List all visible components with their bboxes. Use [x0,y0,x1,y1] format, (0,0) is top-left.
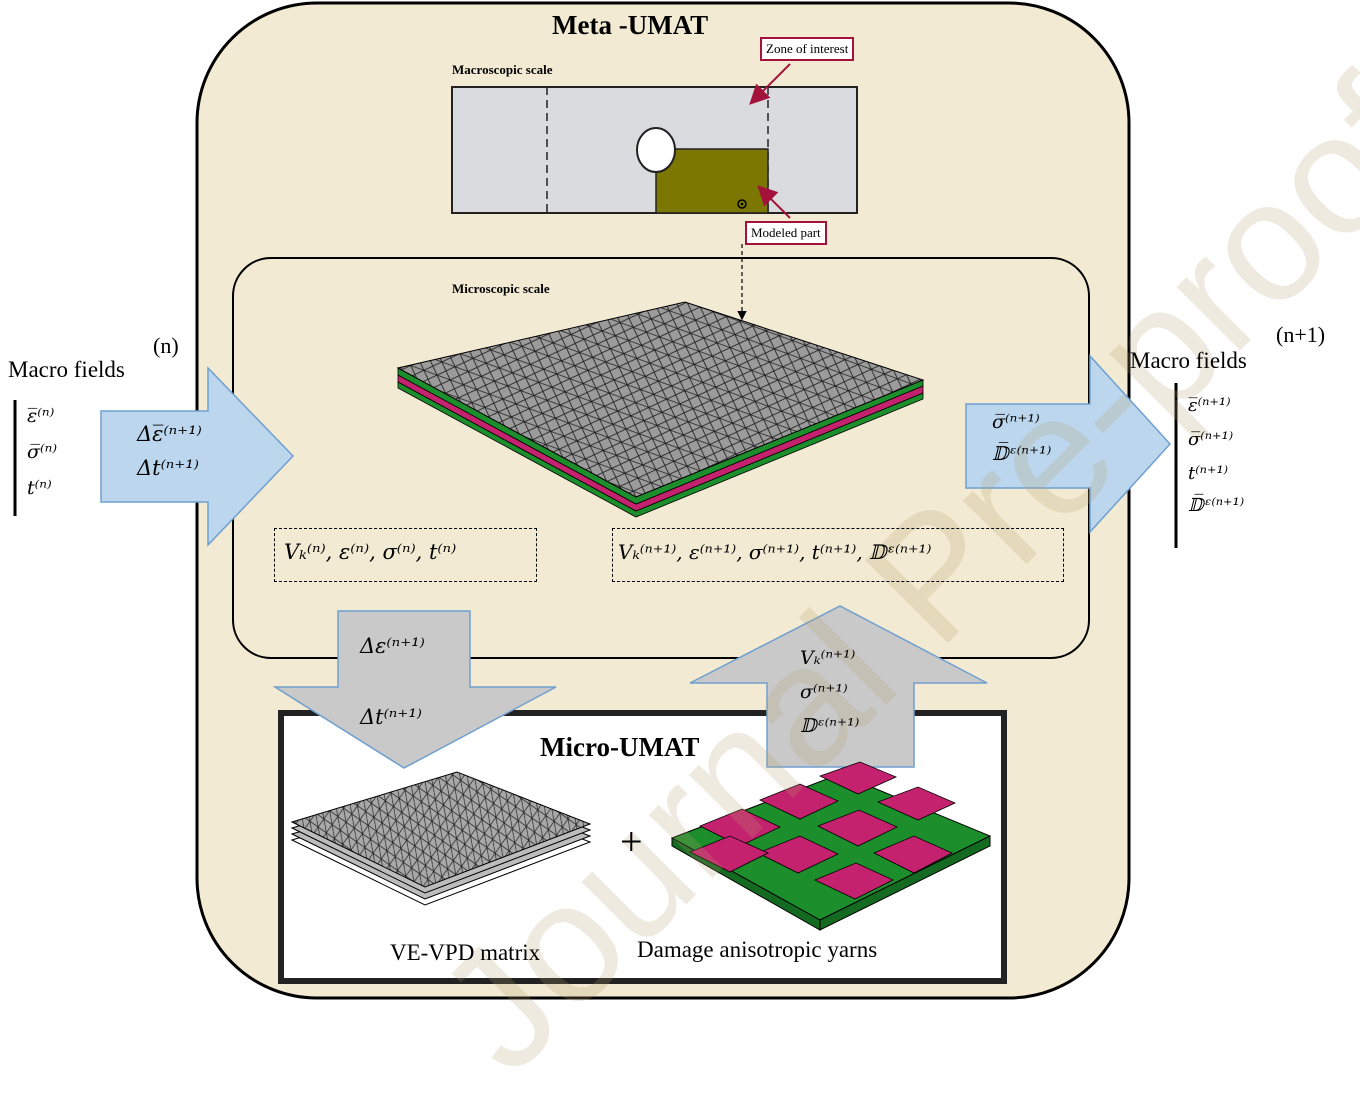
right-superscript: (n+1) [1276,322,1326,347]
microscopic-scale-label: Microscopic scale [452,281,550,296]
input-arrow-strain-increment: Δε̅⁽ⁿ⁺¹⁾ [137,422,202,446]
up-arrow-internal-variables: Vₖ⁽ⁿ⁺¹⁾ [800,647,856,669]
output-arrow-tangent: 𝔻̅ᵋ⁽ⁿ⁺¹⁾ [992,443,1052,465]
up-arrow-tangent: 𝔻ᵋ⁽ⁿ⁺¹⁾ [800,715,860,737]
right-macro-fields-heading: Macro fields [1130,348,1247,373]
zone-of-interest-tag: Zone of interest [760,37,855,61]
left-field-stress: σ̅⁽ⁿ⁾ [27,441,58,463]
right-field-stress: σ̅⁽ⁿ⁺¹⁾ [1188,429,1234,450]
modeled-part-region [655,148,769,214]
up-arrow-shape [689,605,988,768]
right-field-time: t⁽ⁿ⁺¹⁾ [1188,463,1229,484]
meta-umat-title: Meta -UMAT [552,10,709,40]
input-arrow-shape [100,366,295,547]
left-field-time: t⁽ⁿ⁾ [27,477,52,499]
up-arrow-stress: σ⁽ⁿ⁺¹⁾ [800,681,848,703]
down-arrow-strain-increment: Δε⁽ⁿ⁺¹⁾ [360,634,425,658]
micro-umat-title: Micro-UMAT [540,732,700,762]
rve-mesh [396,301,925,518]
plus-sign: + [620,819,643,864]
state-n1-box [612,528,1064,582]
matrix-mesh [290,771,592,906]
modeled-part-tag: Modeled part [745,221,827,245]
output-arrow-stress: σ̅⁽ⁿ⁺¹⁾ [992,411,1040,433]
left-macro-fields-heading: Macro fields [8,357,125,382]
down-arrow-shape [272,610,557,769]
state-n-box [274,528,537,582]
yarns-label: Damage anisotropic yarns [637,937,878,962]
macroscopic-scale-label: Macroscopic scale [452,62,553,77]
left-superscript: (n) [153,333,179,358]
matrix-label: VE-VPD matrix [390,940,541,965]
yarns-mesh [670,761,992,931]
output-arrow-shape [965,354,1172,534]
state-n1-text: Vₖ⁽ⁿ⁺¹⁾, ε⁽ⁿ⁺¹⁾, σ⁽ⁿ⁺¹⁾, t⁽ⁿ⁺¹⁾, 𝔻ᵋ⁽ⁿ⁺¹⁾ [618,540,932,564]
diagram-canvas: Journal Pre-proofs Meta -UMAT Macroscopi… [8,0,1360,1106]
right-field-tangent: 𝔻̅ᵋ⁽ⁿ⁺¹⁾ [1188,495,1245,516]
input-arrow-time-increment: Δt⁽ⁿ⁺¹⁾ [137,456,199,480]
left-field-strain: ε̅⁽ⁿ⁾ [27,405,55,427]
down-arrow-time-increment: Δt⁽ⁿ⁺¹⁾ [360,705,422,729]
specimen-hole [636,127,676,173]
state-n-text: Vₖ⁽ⁿ⁾, ε⁽ⁿ⁾, σ⁽ⁿ⁾, t⁽ⁿ⁾ [284,540,457,564]
diagram-graphics [13,1,1178,1000]
right-field-strain: ε̅⁽ⁿ⁺¹⁾ [1188,395,1231,416]
